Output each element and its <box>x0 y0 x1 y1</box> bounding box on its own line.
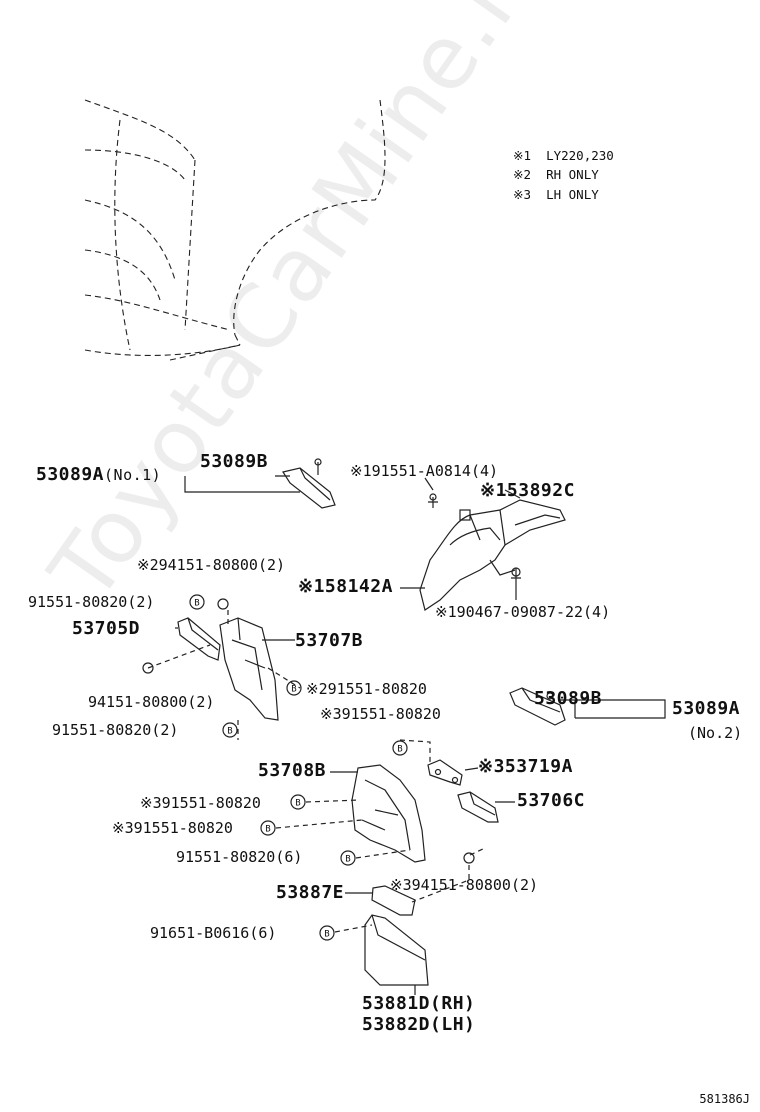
part-53705d <box>177 617 221 661</box>
svg-text:B: B <box>227 727 232 737</box>
diagram-code: 581386J <box>699 1092 750 1106</box>
label-53089a-no1[interactable]: 53089A(No.1) <box>36 464 162 485</box>
nut-94151-80800-a <box>217 598 229 610</box>
note-2: ※2 RH ONLY <box>513 167 599 182</box>
label-91551-80820-c[interactable]: 91551-80820(2) <box>52 721 179 739</box>
nut-94151-80800-c <box>463 852 475 864</box>
connection-lines-53707b <box>147 610 301 740</box>
label-94151-80800-a[interactable]: ※294151-80800(2) <box>137 556 286 574</box>
label-53882d[interactable]: 53882D(LH) <box>362 1014 476 1035</box>
part-53707b <box>219 617 279 721</box>
nut-94151-80800-b <box>142 662 154 674</box>
note-mark: ※1 <box>513 148 531 163</box>
label-90467[interactable]: ※190467-09087-22(4) <box>435 603 611 621</box>
label-53887e[interactable]: 53887E <box>276 882 345 903</box>
part-53708b <box>351 764 426 863</box>
clip-91651-b0616 <box>319 925 335 941</box>
clip-91551-80820-f <box>260 820 276 836</box>
label-53089a-no2[interactable]: 53089A <box>672 698 741 719</box>
screw-90467 <box>511 567 521 582</box>
svg-text:B: B <box>324 930 329 940</box>
note-text: LY220,230 <box>546 148 614 163</box>
note-1: ※1 LY220,230 <box>513 148 614 163</box>
svg-text:B: B <box>265 825 270 835</box>
label-91551-80820-a[interactable]: 91551-80820(2) <box>28 593 155 611</box>
clip-91551-80820-g <box>340 850 356 866</box>
part-53706c <box>457 791 499 823</box>
clip-91551-80820-c <box>222 722 238 738</box>
label-91551-a0814[interactable]: ※191551-A0814(4) <box>350 462 499 480</box>
part-53881d <box>364 914 429 986</box>
part-suffix: (No.1) <box>104 466 162 484</box>
label-53719a[interactable]: ※353719A <box>478 756 573 777</box>
leader-53089a-no2 <box>560 699 666 719</box>
label-91551-80820-f[interactable]: ※391551-80820 <box>112 819 233 837</box>
label-53707b[interactable]: 53707B <box>295 630 364 651</box>
label-53881d[interactable]: 53881D(RH) <box>362 993 476 1014</box>
label-91551-80820-e[interactable]: ※391551-80820 <box>140 794 261 812</box>
label-58142a[interactable]: ※158142A <box>298 576 393 597</box>
leader-53089a-no1 <box>184 475 300 493</box>
label-91551-80820-g[interactable]: 91551-80820(6) <box>176 848 303 866</box>
clip-letter-marks: B B B B B B B B <box>194 599 402 940</box>
leader-94151-80800-c <box>411 865 470 903</box>
clip-91551-80820-a <box>189 594 205 610</box>
note-mark: ※2 <box>513 167 531 182</box>
part-58142a-assembly <box>419 499 566 611</box>
svg-text:B: B <box>295 799 300 809</box>
label-91551-80820-d[interactable]: ※391551-80820 <box>320 705 441 723</box>
note-text: LH ONLY <box>546 187 599 202</box>
label-53892c[interactable]: ※153892C <box>480 480 575 501</box>
clip-91551-80820-b <box>286 680 302 696</box>
screw-91551-a0814 <box>428 493 438 508</box>
part-number: 53089A <box>36 464 105 485</box>
leader-91551a <box>424 477 434 491</box>
clip-91551-80820-e <box>290 794 306 810</box>
connection-lines-53708b <box>275 739 486 933</box>
svg-text:B: B <box>194 599 199 609</box>
label-53089a-no2-suffix[interactable]: (No.2) <box>688 724 743 742</box>
label-91551-80820-b[interactable]: ※291551-80820 <box>306 680 427 698</box>
label-91651-b0616[interactable]: 91651-B0616(6) <box>150 924 277 942</box>
label-53089b-right[interactable]: 53089B <box>534 688 603 709</box>
label-53706c[interactable]: 53706C <box>517 790 586 811</box>
svg-text:B: B <box>345 855 350 865</box>
part-53887e <box>371 885 416 916</box>
leader-53892c <box>504 489 521 499</box>
note-3: ※3 LH ONLY <box>513 187 599 202</box>
clip-91551-80820-d <box>392 740 408 756</box>
label-53089b-top[interactable]: 53089B <box>200 451 269 472</box>
note-text: RH ONLY <box>546 167 599 182</box>
part-53719a <box>427 759 463 786</box>
note-mark: ※3 <box>513 187 531 202</box>
part-53089b-right <box>509 687 566 726</box>
label-53705d[interactable]: 53705D <box>72 618 141 639</box>
part-53089b-top <box>282 458 336 509</box>
svg-text:B: B <box>291 685 296 695</box>
vehicle-fender-outline <box>84 99 386 361</box>
label-94151-80800-b[interactable]: 94151-80800(2) <box>88 693 215 711</box>
leader-53719a <box>464 767 479 771</box>
label-53708b[interactable]: 53708B <box>258 760 327 781</box>
svg-text:B: B <box>397 745 402 755</box>
label-94151-80800-c[interactable]: ※394151-80800(2) <box>390 876 539 894</box>
